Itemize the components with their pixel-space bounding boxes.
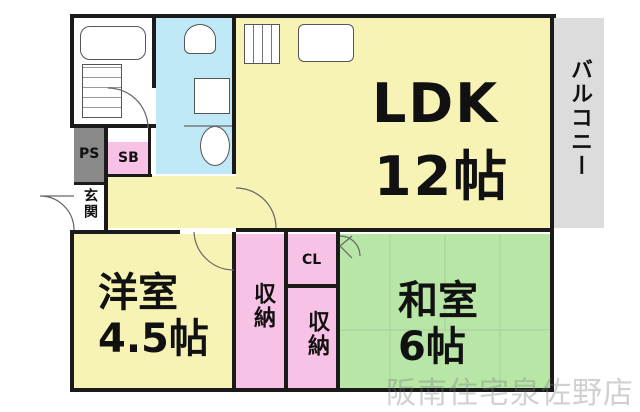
wash-basin [200, 126, 230, 166]
wall-top [70, 14, 556, 18]
kitchen-sink [298, 24, 354, 62]
yoshitsu-size: 4.5帖 [98, 316, 209, 362]
hallway [108, 176, 236, 228]
wall-yoshitsu-right [232, 232, 236, 388]
yoshitsu-name: 洋室 [98, 270, 178, 316]
ldk-label: LDK [372, 72, 499, 135]
closet-1 [236, 234, 286, 388]
wall-left-upper [70, 14, 74, 126]
washing-machine-space [194, 78, 230, 114]
wall-closet1-right [284, 232, 288, 388]
wall-left-lower [70, 230, 74, 392]
wall-ps-right [104, 126, 108, 230]
wall-cl-bottom [288, 284, 340, 288]
yoshitsu-label: 洋室 4.5帖 [98, 270, 209, 362]
washitsu-name: 和室 [398, 278, 478, 324]
wall-bath-right [152, 18, 156, 88]
cl-label: CL [302, 252, 322, 268]
yoshitsu-room [74, 234, 236, 388]
wall-sb-bottom [108, 174, 152, 177]
genkan-room [74, 184, 108, 228]
tatami-lines [340, 234, 550, 388]
wall-bottom [70, 388, 554, 392]
washitsu-label: 和室 6帖 [398, 278, 478, 370]
toilet [184, 24, 216, 54]
stove [244, 24, 280, 64]
ps-label: PS [79, 146, 100, 162]
shower-floor [82, 64, 122, 118]
sb-label: SB [118, 150, 139, 166]
wall-wash-ldk [232, 18, 236, 174]
wall-hall-bottom [70, 230, 180, 234]
balcony [554, 18, 604, 228]
bathtub [80, 26, 146, 60]
ldk-size: 12帖 [374, 145, 510, 208]
closet2-label: 収納 [304, 310, 329, 358]
sb-room [108, 142, 150, 176]
washitsu-size: 6帖 [398, 324, 466, 370]
wall-right [550, 14, 554, 392]
watermark: 阪南住宅泉佐野店 [386, 376, 634, 411]
wall-sb-right [148, 126, 151, 176]
closet-2 [288, 288, 340, 388]
wall-closet2-right [336, 232, 340, 388]
wall-ldk-bottom [236, 228, 554, 232]
balcony-label: バルコニー [567, 58, 592, 178]
ps-room [74, 126, 108, 184]
ldk-size-label: 12帖 [374, 132, 509, 211]
wall-genkan-top [74, 182, 106, 185]
closet1-label: 収納 [250, 282, 275, 330]
cl-room [288, 234, 340, 286]
wall-ps-top [70, 124, 156, 128]
ldk-name: LDK [372, 72, 500, 135]
genkan-label: 玄関 [82, 188, 98, 220]
ldk-room [236, 18, 550, 228]
